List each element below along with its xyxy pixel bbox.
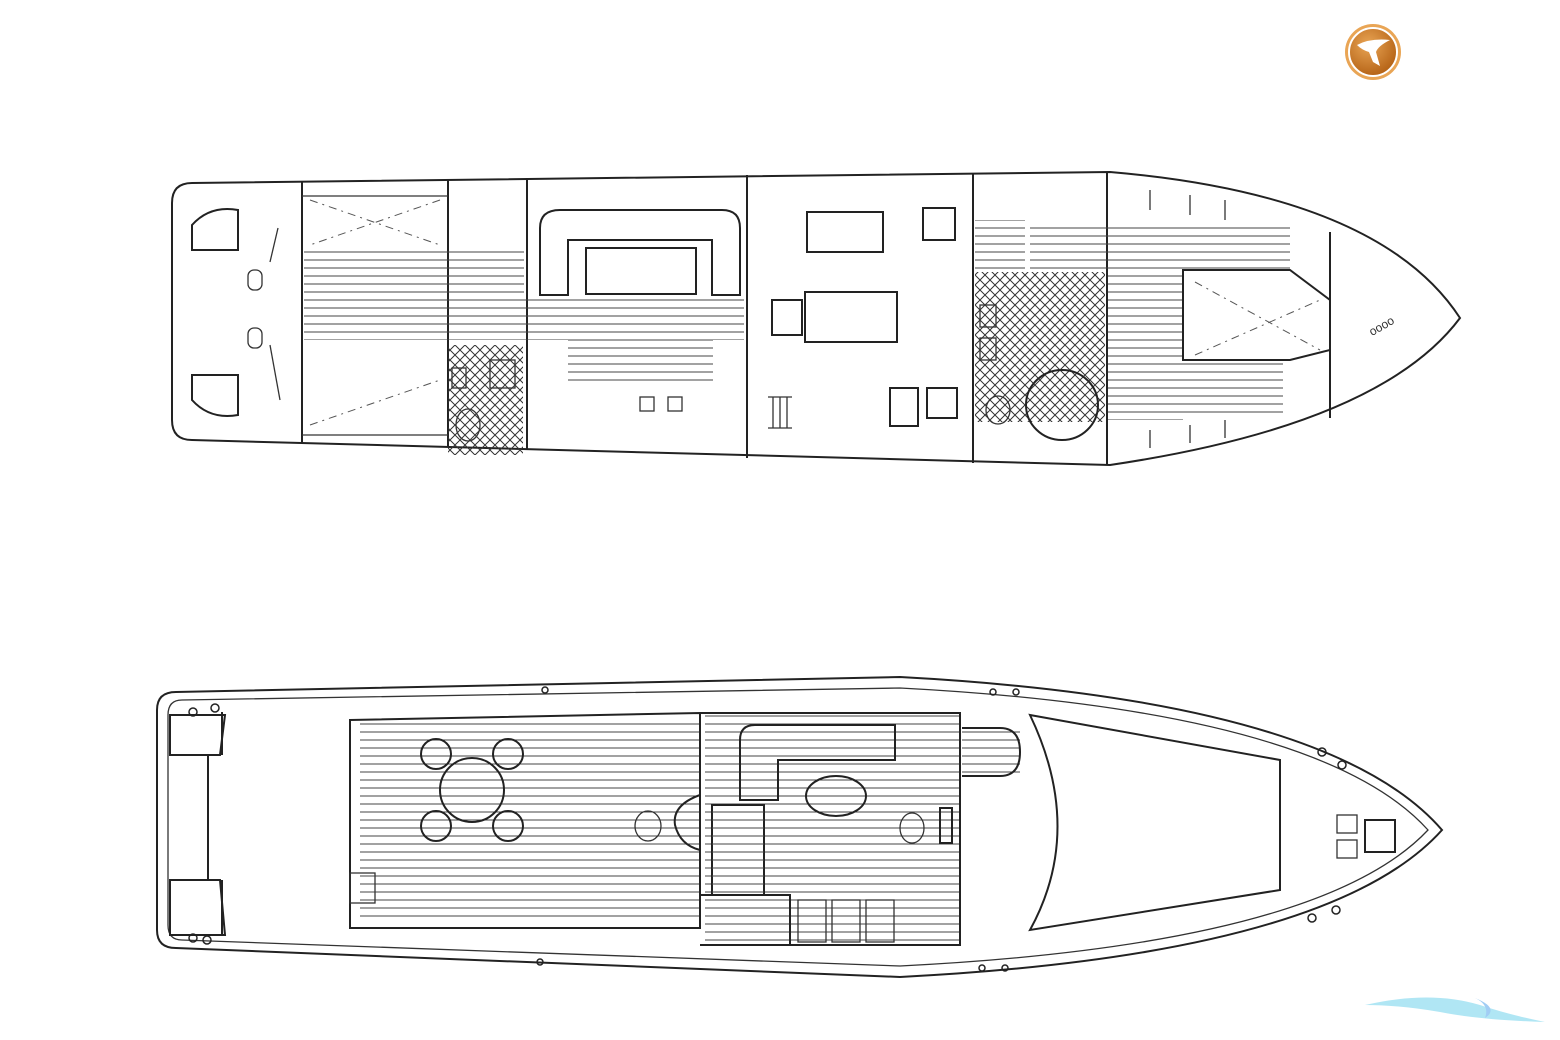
forward-cabin: oooo <box>975 190 1397 448</box>
hull-outline <box>171 170 1462 467</box>
main-deck-plan <box>156 675 1444 979</box>
hull-outline <box>156 675 1444 979</box>
wheelhouse <box>768 207 958 429</box>
svg-text:oooo: oooo <box>1367 313 1397 339</box>
wave-watermark <box>1365 997 1545 1022</box>
bulkheads <box>301 172 1331 465</box>
upper-deck-plan: oooo <box>171 170 1462 467</box>
salon-seating <box>539 209 741 412</box>
stern-stairs <box>191 208 281 417</box>
table <box>439 757 505 823</box>
deck-edge <box>167 687 1429 967</box>
bird-logo <box>1345 24 1401 80</box>
cabin-left <box>304 199 744 455</box>
cleats <box>188 686 1347 972</box>
aft-deck <box>360 718 700 923</box>
